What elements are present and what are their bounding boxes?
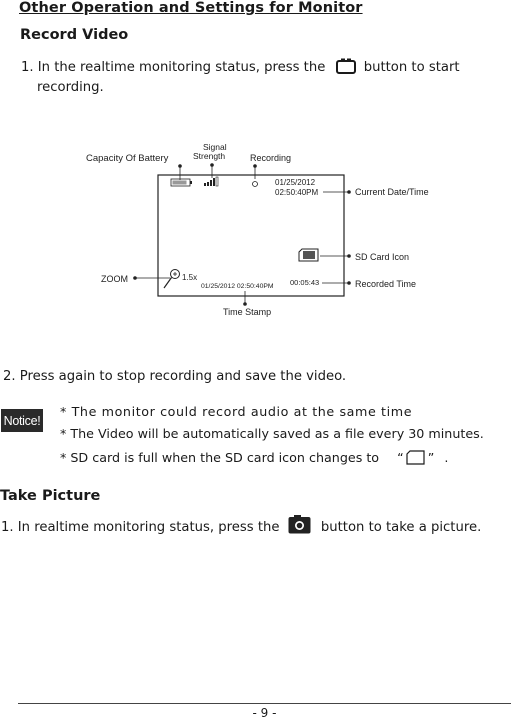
notice-line-3: * SD card is full when the SD card icon … bbox=[60, 450, 448, 468]
screen-time: 02:50:40PM bbox=[275, 188, 318, 197]
label-signal-line-2: Strength bbox=[193, 151, 225, 161]
label-signal-line-1: Signal bbox=[203, 142, 227, 152]
screen-time-stamp: 01/25/2012 02:50:40PM bbox=[201, 283, 274, 290]
label-battery: Capacity Of Battery bbox=[86, 153, 169, 164]
monitor-screen-diagram: Capacity Of Battery Signal Strength Reco… bbox=[86, 142, 429, 317]
empty-sd-card-icon bbox=[406, 450, 426, 468]
signal-strength-icon bbox=[204, 176, 219, 187]
section-heading-record-video: Record Video bbox=[20, 27, 129, 43]
label-zoom: ZOOM bbox=[101, 274, 128, 284]
notice-line-3-end: . bbox=[444, 450, 449, 465]
notice-line-1: * The monitor could record audio at the … bbox=[60, 404, 413, 419]
screen-zoom-level: 1.5x bbox=[182, 273, 197, 282]
picture-step-1-text: 1. In realtime monitoring status, press … bbox=[1, 520, 280, 535]
record-button-icon bbox=[335, 58, 356, 81]
page-number: - 9 - bbox=[252, 706, 277, 720]
notice-quote-close: ” bbox=[427, 450, 435, 465]
record-step-1-line-2: recording. bbox=[37, 80, 104, 95]
notice-line-2: * The Video will be automatically saved … bbox=[60, 426, 484, 441]
picture-step-1-text-end: button to take a picture. bbox=[320, 520, 482, 535]
record-step-1: 1. In the realtime monitoring status, pr… bbox=[21, 58, 460, 81]
record-step-1-text-end: button to start bbox=[363, 60, 460, 75]
notice-quote-open: “ bbox=[397, 450, 404, 465]
label-recorded-time: Recorded Time bbox=[355, 279, 416, 289]
recording-indicator-icon bbox=[252, 181, 258, 187]
screen-date: 01/25/2012 bbox=[275, 178, 316, 187]
notice-badge: Notice! bbox=[1, 409, 43, 432]
footer-rule bbox=[18, 703, 511, 704]
battery-icon bbox=[170, 178, 192, 187]
camera-button-icon bbox=[288, 515, 311, 541]
label-current-datetime: Current Date/Time bbox=[355, 187, 429, 197]
monitor-screen-frame bbox=[157, 174, 345, 297]
picture-step-1: 1. In realtime monitoring status, press … bbox=[1, 515, 481, 541]
notice-line-3-text: * SD card is full when the SD card icon … bbox=[60, 450, 380, 465]
label-recording: Recording bbox=[250, 153, 291, 163]
section-heading-take-picture: Take Picture bbox=[0, 488, 101, 504]
label-sd-card: SD Card Icon bbox=[355, 252, 409, 262]
sd-card-icon bbox=[298, 248, 319, 262]
record-step-1-text: 1. In the realtime monitoring status, pr… bbox=[21, 60, 326, 75]
record-step-2: 2. Press again to stop recording and sav… bbox=[3, 369, 347, 384]
screen-recorded-time: 00:05:43 bbox=[290, 278, 319, 287]
zoom-magnifier-icon bbox=[163, 269, 180, 289]
label-time-stamp: Time Stamp bbox=[223, 307, 271, 317]
page-title: Other Operation and Settings for Monitor bbox=[19, 0, 363, 16]
